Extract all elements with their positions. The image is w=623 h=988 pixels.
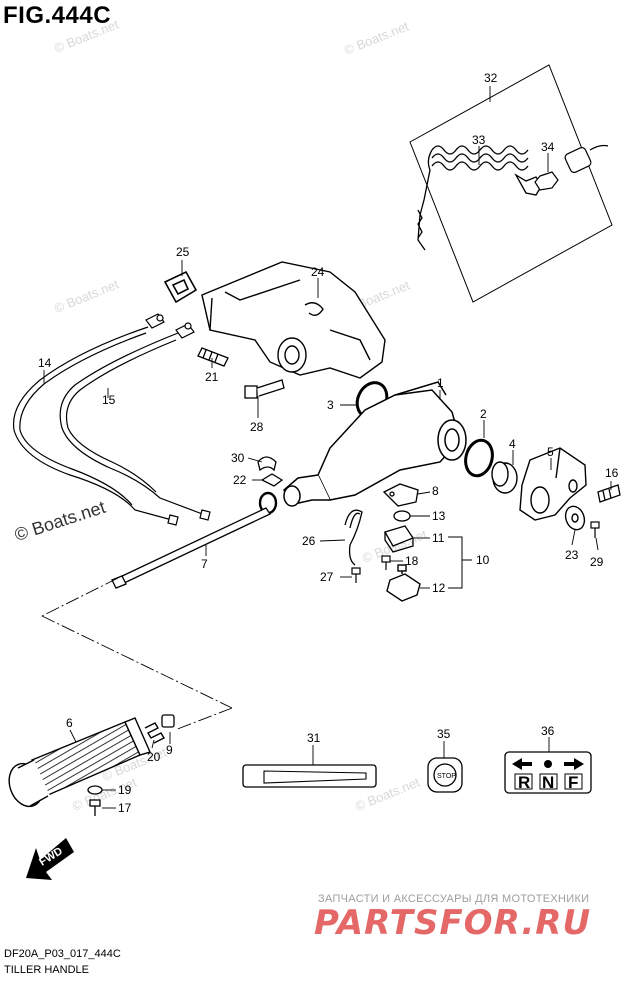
callout-17: 17: [118, 801, 132, 815]
callout-31: 31: [307, 731, 321, 745]
callout-8: 8: [432, 484, 439, 498]
grommet: [163, 270, 198, 304]
throttle-cable-14: [12, 313, 179, 526]
fwd-arrow-icon: FWD: [26, 838, 74, 880]
stop-switch-kit-box: [409, 64, 613, 303]
screw-27: [351, 567, 361, 583]
clip-30: [257, 456, 277, 472]
leader-bracket-10: [448, 536, 472, 589]
stop-switch: [534, 144, 609, 191]
flat-washer: [564, 505, 586, 531]
shift-n: N: [542, 773, 554, 792]
washer-13: [393, 510, 411, 522]
callout-7: 7: [201, 557, 208, 571]
callout-32: 32: [484, 71, 498, 85]
diagram-code: DF20A_P03_017_444C: [4, 948, 121, 960]
leader-lines: [43, 86, 612, 809]
throttle-arm: [519, 447, 587, 521]
friction-block: [384, 525, 414, 553]
throttle-cable-15: [59, 322, 211, 521]
tiller-arm: [283, 381, 467, 507]
callout-10: 10: [476, 553, 490, 567]
screw-18: [381, 555, 391, 570]
callout-18: 18: [405, 554, 419, 568]
alignment-lines: [41, 577, 233, 731]
spring-20: [144, 722, 165, 744]
shift-f: F: [568, 773, 578, 792]
callout-26: 26: [302, 534, 316, 548]
callout-19: 19: [118, 783, 132, 797]
callout-21: 21: [205, 370, 219, 384]
callout-5: 5: [547, 445, 554, 459]
callout-24: 24: [311, 265, 325, 279]
callout-30: 30: [231, 451, 245, 465]
callout-33: 33: [472, 133, 486, 147]
pin: [197, 347, 229, 367]
friction-knob: [386, 564, 421, 602]
callout-2: 2: [480, 407, 487, 421]
callout-4: 4: [509, 437, 516, 451]
stop-text: STOP: [437, 773, 456, 780]
callout-36: 36: [541, 724, 555, 738]
stop-label: STOP: [427, 757, 463, 793]
callout-27: 27: [320, 570, 334, 584]
callouts: 32 33 34 25 24 14 15 21 28 3 1 2 4 5 30 …: [38, 71, 619, 815]
washer-19: [87, 785, 103, 795]
promo-brand-logo: PARTSFOR.RU: [314, 903, 592, 943]
spring-clip: [344, 509, 363, 566]
diagram-subtitle: TILLER HANDLE: [4, 964, 89, 976]
shift-label: R N F: [504, 751, 592, 794]
callout-29: 29: [590, 555, 604, 569]
bolt: [244, 379, 285, 399]
bolt-16: [597, 484, 621, 503]
screw-17: [89, 799, 101, 816]
callout-9: 9: [166, 743, 173, 757]
promo-tagline: ЗАПЧАСТИ И АКСЕССУАРЫ ДЛЯ МОТОТЕХНИКИ: [318, 893, 590, 905]
callout-35: 35: [437, 727, 451, 741]
callout-6: 6: [66, 716, 73, 730]
callout-34: 34: [541, 140, 555, 154]
screw-29: [590, 521, 600, 538]
callout-12: 12: [432, 581, 446, 595]
callout-25: 25: [176, 245, 190, 259]
callout-23: 23: [565, 548, 579, 562]
bushing: [491, 461, 518, 494]
tiller-bracket-housing: [201, 261, 386, 379]
callout-11: 11: [432, 531, 445, 545]
figure-title: FIG.444C: [3, 2, 112, 29]
callout-15: 15: [102, 393, 116, 407]
throttle-shaft: [111, 507, 271, 589]
callout-14: 14: [38, 356, 52, 370]
lanyard-coil: [417, 145, 543, 251]
throttle-indicator-label: [242, 764, 377, 788]
callout-28: 28: [250, 420, 264, 434]
nut-9: [161, 714, 175, 728]
plate-22: [260, 473, 284, 487]
callout-13: 13: [432, 509, 446, 523]
callout-1: 1: [437, 376, 444, 390]
callout-3: 3: [327, 398, 334, 412]
throttle-grip: [8, 717, 151, 808]
callout-20: 20: [147, 750, 161, 764]
callout-16: 16: [605, 466, 619, 480]
plate-8: [382, 483, 419, 507]
washer: [464, 438, 494, 478]
shift-r: R: [518, 773, 530, 792]
callout-22: 22: [233, 473, 247, 487]
